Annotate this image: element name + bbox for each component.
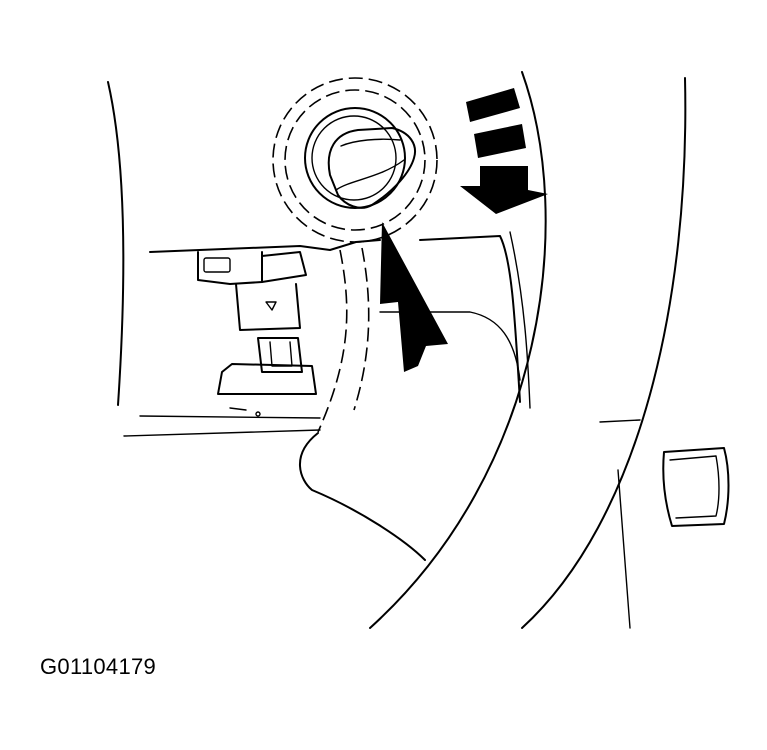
key-head [327, 127, 416, 209]
ignition-switch-diagram [107, 71, 730, 629]
dash-panel-outer-edge [521, 77, 687, 629]
brake-pedal-pad [599, 419, 730, 629]
right-trim-edge [419, 235, 521, 403]
column-cover-edge [299, 432, 426, 561]
turn-direction-arrow [460, 88, 548, 214]
steering-column-bracket [123, 239, 381, 437]
left-shroud-edge [107, 81, 125, 406]
column-shaft-outline [317, 249, 348, 433]
dash-panel-inner-edge [369, 71, 547, 629]
push-in-arrow [380, 222, 448, 372]
figure-code-label: G01104179 [40, 654, 157, 679]
ignition-lock-cylinder [272, 77, 438, 243]
